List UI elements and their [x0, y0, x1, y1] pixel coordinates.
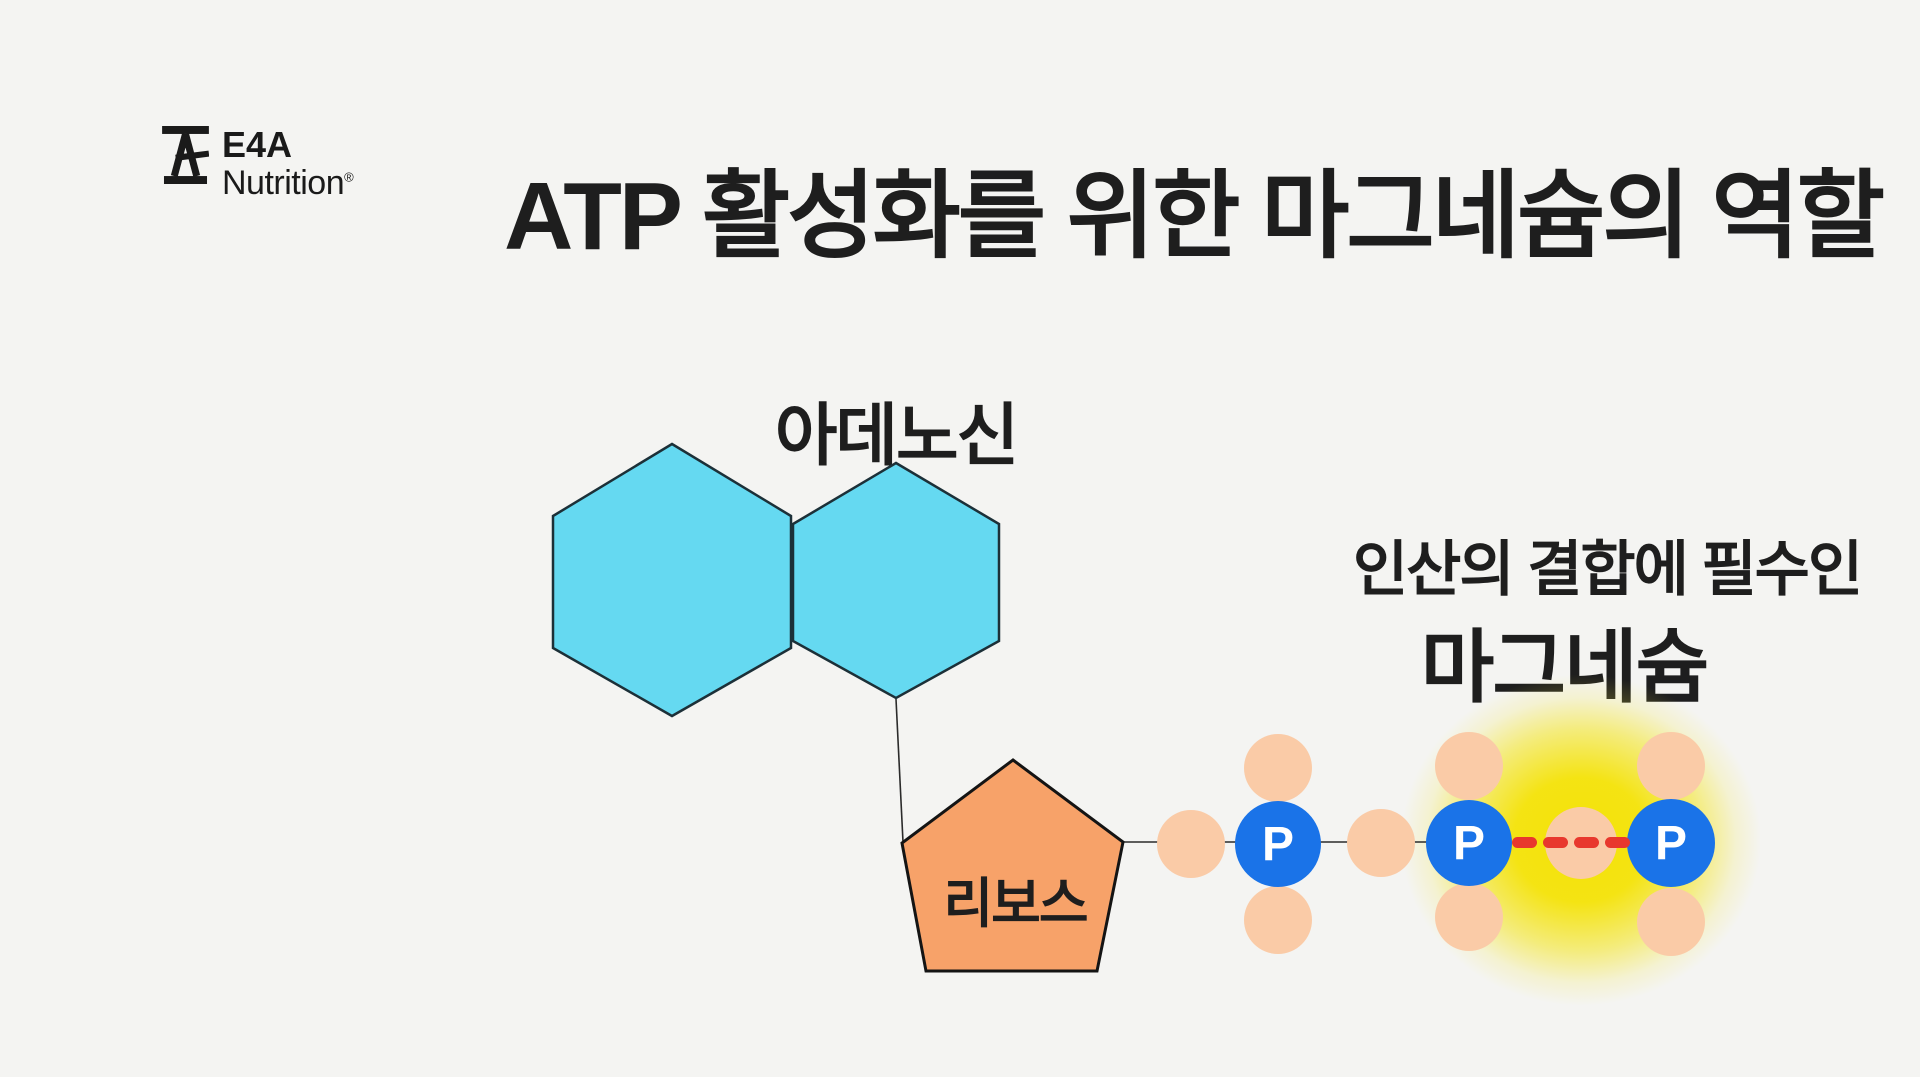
phosphate-symbol: P: [1452, 816, 1485, 870]
bond-dash: [1543, 837, 1568, 848]
ribose-label: 리보스: [943, 874, 1088, 934]
oxygen-circle-p1-bottom: [1244, 886, 1312, 954]
phosphate-symbol: P: [1261, 817, 1294, 871]
e4a-nutrition-logo: E4A Nutrition®: [162, 124, 354, 202]
e4a-logo-icon: [162, 126, 209, 184]
phosphate-circle-1: P: [1235, 801, 1321, 887]
oxygen-circle-p1-top: [1244, 734, 1312, 802]
phosphate-symbol: P: [1654, 816, 1687, 870]
magnesium-callout-line1: 인산의 결합에 필수인: [1352, 536, 1863, 603]
oxygen-circle-bridge-1: [1157, 810, 1225, 878]
bond-dash: [1605, 837, 1630, 848]
oxygen-circle-p3-top: [1637, 732, 1705, 800]
adenine-hexagon-right: [791, 461, 1001, 700]
adenine-hexagon-left: [551, 442, 793, 718]
logo-wordmark: E4A Nutrition®: [222, 124, 354, 202]
oxygen-circle-p3-bottom: [1637, 888, 1705, 956]
registered-mark: ®: [344, 169, 354, 185]
page-title: ATP 활성화를 위한 마그네슘의 역할: [504, 163, 1885, 270]
bond-dash: [1512, 837, 1537, 848]
logo-brand-line1: E4A: [222, 124, 293, 165]
phosphate-circle-3: P: [1627, 799, 1715, 887]
phosphate-circle-2: P: [1426, 800, 1512, 886]
oxygen-circle-p2-bottom: [1435, 883, 1503, 951]
oxygen-circle-bridge-2: [1347, 809, 1415, 877]
adenosine-label: 아데노신: [774, 398, 1019, 474]
logo-brand-line2: Nutrition®: [222, 164, 354, 202]
ribose-pentagon: [900, 758, 1125, 973]
adenosine-ribose-bond-line: [895, 698, 904, 843]
bond-dash: [1574, 837, 1599, 848]
oxygen-circle-p2-top: [1435, 732, 1503, 800]
high-energy-bond-dashes: [1512, 837, 1630, 848]
